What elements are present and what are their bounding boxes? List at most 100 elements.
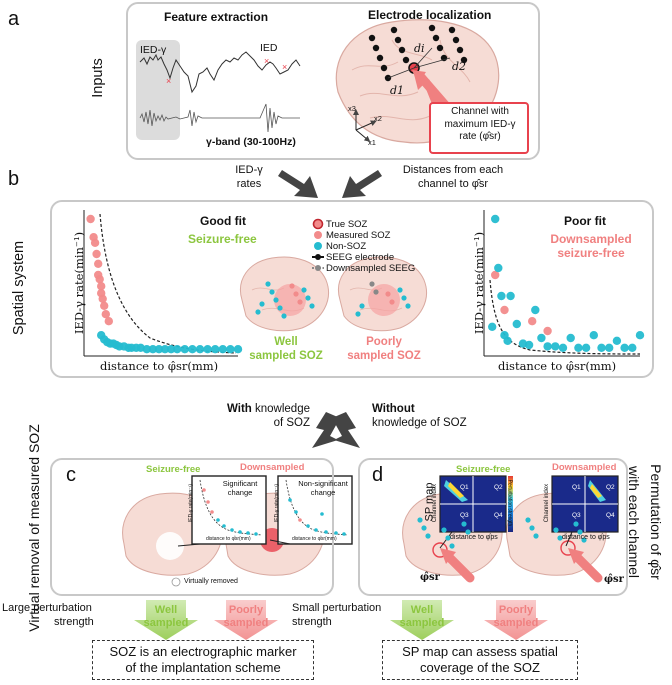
non-soz-point <box>173 345 182 354</box>
non-soz-point <box>503 336 512 345</box>
ied-label: IED <box>260 42 278 54</box>
non-soz-point <box>543 342 552 351</box>
c-downsampled: Downsampled <box>240 462 305 473</box>
d-1-label: d1 <box>390 84 405 97</box>
non-soz-point <box>203 345 212 354</box>
soz-point <box>97 282 106 291</box>
q3-right: Q3 <box>572 512 581 519</box>
axis-x3-label: x3 <box>348 104 356 113</box>
axis-x2-label: x2 <box>374 114 382 123</box>
legend-measured-soz: Measured SOZ <box>326 230 391 241</box>
side-label-perm-1: Permutation of φ̂sr <box>647 464 664 580</box>
arrow-poorly-left <box>214 600 278 640</box>
soz-point <box>104 317 114 326</box>
d-left-phi-sr: φ̂sr <box>420 572 440 583</box>
sp-colorbar <box>508 476 513 532</box>
ied-marker-3: × <box>282 62 287 72</box>
small-perturbation-line-1: Small perturbation <box>292 602 382 614</box>
flow-arrow-left <box>278 170 318 198</box>
electrode-contact <box>465 529 471 535</box>
poorly-sampled-label: Poorly sampled SOZ <box>338 336 430 364</box>
flow-right-line-2: channel to φ̂sr <box>417 177 489 190</box>
conclusion-box-left: SOZ is an electrographic marker of the i… <box>92 640 314 680</box>
c-nonsig-line-1: Non-significant <box>298 479 348 488</box>
non-soz-point <box>558 343 568 352</box>
with-knowledge-label: With knowledge of SOZ <box>200 402 310 431</box>
bottom-well-right-1: Well <box>410 604 434 616</box>
non-soz-point <box>497 291 506 301</box>
small-perturbation-line-2: strength <box>292 615 332 628</box>
electrode-contact <box>449 543 455 549</box>
panel-a-box <box>126 2 540 160</box>
non-soz-point <box>148 345 158 354</box>
non-soz-point <box>574 343 583 352</box>
good-fit-label: Good fit <box>200 214 246 228</box>
downsampled-sf-line-2: seizure-free <box>557 246 625 261</box>
non-soz-point <box>218 345 227 354</box>
poorly-sampled-line-1: Poorly <box>366 336 402 348</box>
panel-label-a: a <box>8 8 20 30</box>
mini-point <box>342 532 346 536</box>
electrode-contact <box>525 517 531 523</box>
branch-arrow-left <box>312 412 340 448</box>
downsampled-sf-line-1: Downsampled <box>550 232 632 246</box>
b-left-ylabel: IED-γ rate(min⁻¹) <box>72 231 87 335</box>
side-label-perm-2: with each channel <box>626 465 643 579</box>
distance-line-d2 <box>413 57 451 69</box>
d-right-phi-sr: φ̂sr <box>604 574 624 585</box>
c-nonsig-line-2: change <box>310 487 336 497</box>
non-soz-point <box>494 263 503 273</box>
bottom-poorly-right: Poorly sampled <box>486 604 546 630</box>
d-left-channel-index: Channel index <box>432 483 439 523</box>
non-soz-point <box>506 291 515 301</box>
small-perturbation-label: Small perturbation strength <box>292 602 381 630</box>
c-inset-left <box>191 475 267 545</box>
non-soz-point <box>605 343 614 352</box>
side-label-inputs: Inputs <box>89 58 106 98</box>
side-label-spatial: Spatial system <box>11 240 28 336</box>
flow-left-text: IED-γ rates <box>214 164 284 192</box>
side-label-virtual: Virtual removal of measured SOZ <box>25 424 42 632</box>
mini-point <box>288 498 292 502</box>
gamma-band-trace <box>139 103 300 133</box>
non-soz-point <box>226 345 235 354</box>
electrode-contact <box>281 313 287 319</box>
with-bold: With <box>227 403 252 415</box>
flow-arrow-right <box>342 170 382 198</box>
distance-line-di <box>413 47 433 69</box>
electrode-contact <box>533 533 539 539</box>
c-seizure-free: Seizure-free <box>146 464 201 475</box>
mini-point <box>216 518 220 522</box>
bottom-well-left-2: sampled <box>143 617 189 630</box>
sp-map-left <box>439 475 507 533</box>
bottom-poorly-left-1: Poorly <box>228 604 264 616</box>
c-nonsignificant: Non-significant change <box>294 479 352 497</box>
electrode-contact <box>273 297 279 303</box>
legend-seeg: SEEG electrode <box>326 252 395 263</box>
callout-box <box>429 102 529 154</box>
b-left-points <box>86 214 243 354</box>
branch-arrow-right <box>332 412 360 448</box>
non-soz-point <box>166 345 176 354</box>
non-soz-point <box>195 345 205 354</box>
electrode-contact <box>259 301 265 307</box>
arrow-well-right <box>390 600 454 640</box>
c-left-pointer <box>177 543 201 547</box>
c-right-mini-xlabel: distance to φ̂sr(mm) <box>292 536 337 542</box>
non-soz-point <box>160 345 170 354</box>
mini-point <box>334 531 338 535</box>
without-bold: Without <box>372 403 415 415</box>
electrode-contact <box>265 281 271 287</box>
c-inset-right <box>277 475 353 545</box>
soz-point <box>98 294 107 303</box>
legend: True SOZ Measured SOZ Non-SOZ SEEG elect… <box>326 219 415 274</box>
d-left-arrow-head <box>440 548 456 564</box>
bottom-poorly-right-1: Poorly <box>498 604 534 616</box>
soz-point <box>92 249 101 259</box>
non-soz-point <box>154 345 164 354</box>
panel-label-c: c <box>66 464 76 486</box>
q2-left: Q2 <box>494 484 503 491</box>
d-right-arrow-shaft <box>571 551 603 583</box>
d-seizure-free: Seizure-free <box>456 464 511 475</box>
electrode-contact <box>529 525 535 531</box>
